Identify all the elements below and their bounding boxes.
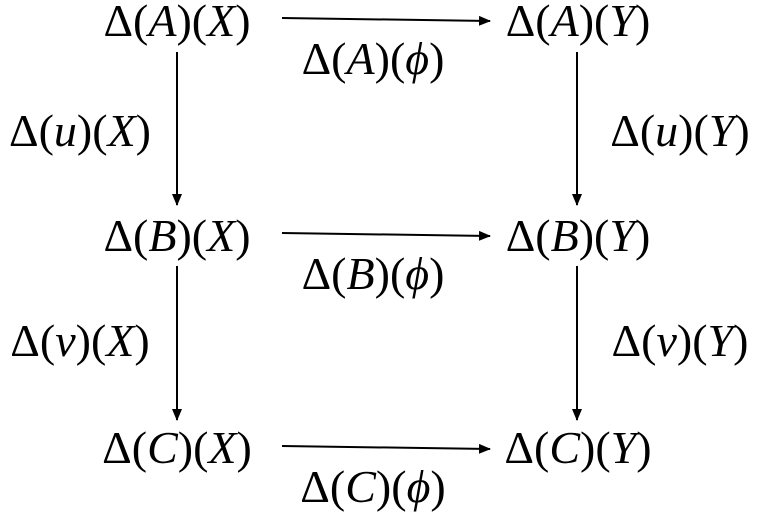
label-C-phi: Δ(C)(ϕ)	[300, 461, 445, 512]
arrow-C-phi	[281, 443, 491, 454]
label-A-phi: Δ(A)(ϕ)	[302, 33, 445, 84]
arrow-A-phi	[281, 15, 491, 26]
node-delta-A-Y: Δ(A)(Y)	[506, 0, 651, 46]
label-v-X: Δ(v)(X)	[10, 315, 149, 366]
node-delta-A-X: Δ(A)(X)	[103, 0, 250, 46]
node-delta-B-Y: Δ(B)(Y)	[506, 210, 651, 261]
node-delta-C-Y: Δ(C)(Y)	[504, 422, 651, 473]
node-delta-C-X: Δ(C)(X)	[102, 422, 252, 473]
label-u-X: Δ(u)(X)	[9, 105, 151, 156]
label-B-phi: Δ(B)(ϕ)	[302, 248, 445, 299]
label-u-Y: Δ(u)(Y)	[610, 105, 750, 156]
node-delta-B-X: Δ(B)(X)	[103, 210, 250, 261]
arrow-B-phi	[281, 230, 491, 241]
label-v-Y: Δ(v)(Y)	[612, 315, 749, 366]
